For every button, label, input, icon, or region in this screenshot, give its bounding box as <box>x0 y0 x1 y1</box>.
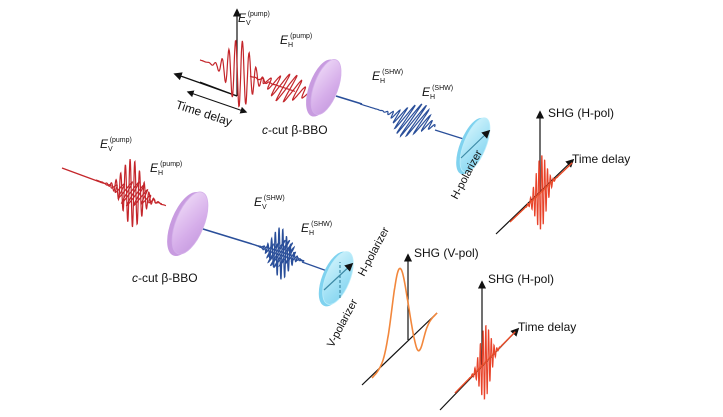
bottom-pump-beam <box>61 167 101 183</box>
bottom-ev-pump-label: EV(pump) <box>100 137 132 153</box>
bottom-shg-h-signal <box>454 325 516 400</box>
top-time-delay-axis-label: Time delay <box>572 152 630 166</box>
shg-v-axes <box>361 253 438 386</box>
shg-v-label: SHG (V-pol) <box>414 246 479 260</box>
top-bbo-crystal <box>306 59 342 117</box>
bottom-shw-beam <box>202 228 253 245</box>
top-crystal-label: c-cut β-BBO <box>262 123 328 137</box>
top-time-delay-label: Time delay <box>174 98 234 129</box>
time-delay-axis <box>361 312 438 386</box>
top-shw-wave <box>359 103 436 138</box>
bottom-pump-horizontal-wave <box>99 181 167 207</box>
bottom-polarizer <box>318 251 354 307</box>
top-h-polarizer <box>456 117 491 175</box>
bottom-crystal-label: c-cut β-BBO <box>132 271 198 285</box>
top-time-delay-axes <box>173 8 248 114</box>
top-ev-pump-label: EV(pump) <box>238 11 270 27</box>
top-shw-beam <box>335 95 363 105</box>
delay-bracket <box>186 90 248 114</box>
shg-v-signal <box>371 267 438 379</box>
bottom-h-polarizer-label: H-polarizer <box>356 225 392 278</box>
top-eh-shw-label-2: EH(SHW) <box>422 85 453 101</box>
top-eh-pump-label: EH(pump) <box>280 33 312 49</box>
top-pump-horizontal-wave <box>249 73 317 103</box>
bottom-shw-horizontal-wave <box>251 239 305 269</box>
bottom-eh-pump-label: EH(pump) <box>150 161 182 177</box>
bottom-ev-shw-label: EV(SHW) <box>254 195 285 211</box>
top-shg-h-signal <box>509 155 573 230</box>
bottom-time-delay-axis-label: Time delay <box>518 320 576 334</box>
bottom-pump-vertical-wave <box>95 159 162 228</box>
bottom-bbo-crystal <box>167 191 209 257</box>
bottom-shg-h-axes <box>439 280 520 411</box>
top-eh-shw-label-1: EH(SHW) <box>372 69 403 85</box>
bottom-shg-h-label: SHG (H-pol) <box>488 272 554 286</box>
bottom-eh-shw-label: EH(SHW) <box>301 221 332 237</box>
top-shg-h-label: SHG (H-pol) <box>548 106 614 120</box>
